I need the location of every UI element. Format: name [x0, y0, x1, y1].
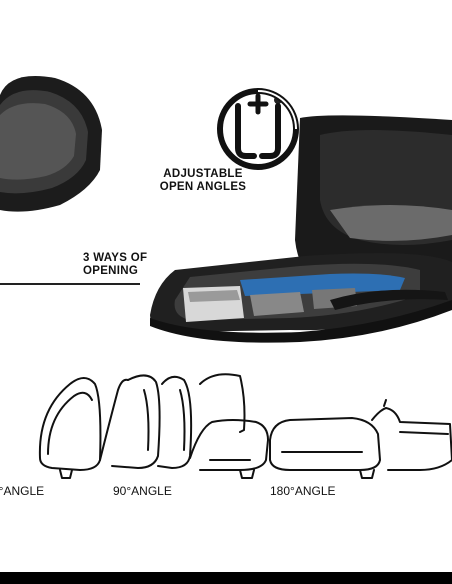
caption-divider	[0, 283, 140, 285]
opening-ways-caption: 3 WAYS OF OPENING	[83, 252, 147, 278]
angle-label-180: 180°ANGLE	[270, 484, 336, 498]
bottom-bar	[0, 572, 452, 584]
caption-line: ADJUSTABLE	[163, 168, 243, 180]
flat-bag-drawing	[269, 399, 452, 479]
angle-label-0: 0°ANGLE	[0, 484, 45, 498]
angle-label-90: 90°ANGLE	[113, 484, 172, 498]
backpack-back-panel	[0, 76, 102, 212]
opened-backpack	[150, 115, 452, 343]
angle-line-drawings	[38, 373, 452, 479]
adjustable-angles-caption: ADJUSTABLE OPEN ANGLES	[148, 168, 258, 194]
caption-line: 3 WAYS OF	[83, 252, 148, 264]
ninety-degree-bag-drawing	[157, 373, 269, 479]
backpack-product-photo	[0, 76, 452, 343]
caption-line: OPENING	[83, 265, 139, 277]
caption-line: OPEN ANGLES	[159, 181, 247, 193]
closed-bag-drawing	[38, 374, 161, 479]
rotating-open-icon	[217, 88, 299, 170]
